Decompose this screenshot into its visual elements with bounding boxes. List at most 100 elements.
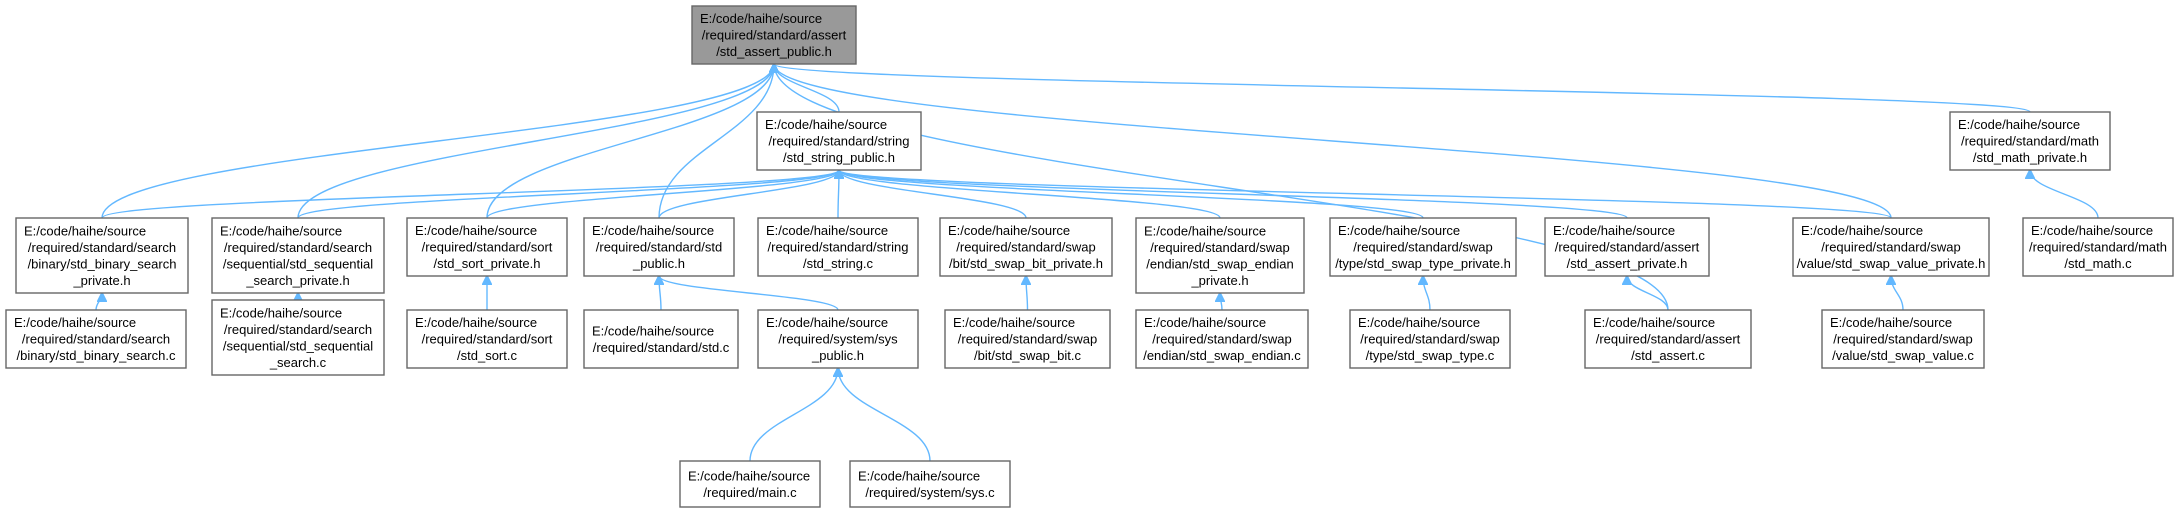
node-std_assert_c[interactable]: E:/code/haihe/source/required/standard/a…	[1584, 309, 1752, 369]
node-label-line: E:/code/haihe/source	[220, 305, 342, 320]
node-label-line: /required/standard/search	[224, 322, 372, 337]
node-std_string_c[interactable]: E:/code/haihe/source/required/standard/s…	[757, 217, 919, 277]
node-std_c[interactable]: E:/code/haihe/source/required/standard/s…	[583, 309, 739, 369]
node-std_swap_bit_c[interactable]: E:/code/haihe/source/required/standard/s…	[944, 309, 1111, 369]
node-std_math_c[interactable]: E:/code/haihe/source/required/standard/m…	[2022, 217, 2174, 277]
node-std_assert_private_h[interactable]: E:/code/haihe/source/required/standard/a…	[1544, 217, 1710, 277]
node-label-line: /required/standard/assert	[702, 28, 847, 43]
node-std_sequential_search_private_h[interactable]: E:/code/haihe/source/required/standard/s…	[211, 217, 385, 294]
node-label-line: /binary/std_binary_search	[28, 256, 177, 271]
node-label-line: /type/std_swap_type_private.h	[1335, 256, 1511, 271]
edge-std_sequential_search_private_h-to-std_assert_public_h	[297, 64, 774, 219]
node-std_sort_c[interactable]: E:/code/haihe/source/required/standard/s…	[406, 309, 568, 369]
node-label-line: /required/standard/swap	[1821, 240, 1960, 255]
node-label-line: E:/code/haihe/source	[766, 223, 888, 238]
edge-std_math_private_h-to-std_assert_public_h	[774, 64, 2031, 113]
node-label-line: /required/main.c	[703, 485, 797, 500]
edge-std_sort_private_h-to-std_string_public_h	[486, 170, 839, 219]
node-label-line: E:/code/haihe/source	[1144, 223, 1266, 238]
node-label-line: /endian/std_swap_endian.c	[1143, 348, 1301, 363]
node-box	[1821, 309, 1985, 369]
node-box	[1949, 111, 2111, 171]
edge-std_math_c-to-std_math_private_h	[2030, 170, 2099, 219]
node-label-line: /required/standard/search	[28, 240, 176, 255]
node-label-line: E:/code/haihe/source	[765, 117, 887, 132]
edge-std_public_h-to-std_string_public_h	[658, 170, 839, 219]
node-label-line: /required/standard/math	[1961, 134, 2099, 149]
node-box	[211, 299, 385, 376]
node-label-line: /bit/std_swap_bit_private.h	[949, 256, 1103, 271]
node-label-line: /required/standard/std.c	[593, 340, 730, 355]
node-label-line: E:/code/haihe/source	[592, 223, 714, 238]
nodes-layer: E:/code/haihe/source/required/standard/a…	[5, 5, 2174, 508]
node-label-line: /std_assert.c	[1631, 348, 1705, 363]
node-box	[1584, 309, 1752, 369]
edge-std_swap_value_c-to-std_swap_value_private_h	[1891, 276, 1904, 311]
node-label-line: E:/code/haihe/source	[220, 223, 342, 238]
node-std_swap_type_private_h[interactable]: E:/code/haihe/source/required/standard/s…	[1329, 217, 1517, 277]
node-label-line: E:/code/haihe/source	[592, 323, 714, 338]
node-label-line: /std_string_public.h	[783, 150, 895, 165]
node-label-line: /required/system/sys.c	[865, 485, 995, 500]
node-sys_public_h[interactable]: E:/code/haihe/source/required/system/sys…	[757, 309, 919, 369]
node-std_swap_value_private_h[interactable]: E:/code/haihe/source/required/standard/s…	[1792, 217, 1990, 277]
node-label-line: E:/code/haihe/source	[953, 315, 1075, 330]
node-std_assert_public_h[interactable]: E:/code/haihe/source/required/standard/a…	[691, 5, 857, 65]
node-label-line: E:/code/haihe/source	[1958, 117, 2080, 132]
node-label-line: E:/code/haihe/source	[688, 468, 810, 483]
edge-std_c-to-std_public_h	[659, 276, 661, 311]
node-label-line: /sequential/std_sequential	[223, 338, 373, 353]
edge-std_binary_search_private_h-to-std_assert_public_h	[101, 64, 774, 219]
node-box	[406, 217, 568, 277]
node-label-line: /std_sort_private.h	[434, 256, 541, 271]
node-box	[1135, 217, 1305, 294]
node-std_swap_bit_private_h[interactable]: E:/code/haihe/source/required/standard/s…	[939, 217, 1113, 277]
node-std_public_h[interactable]: E:/code/haihe/source/required/standard/s…	[583, 217, 735, 277]
node-box	[944, 309, 1111, 369]
node-label-line: /required/standard/math	[2029, 240, 2167, 255]
node-std_binary_search_c[interactable]: E:/code/haihe/source/required/standard/s…	[5, 309, 187, 369]
node-box	[691, 5, 857, 65]
edge-std_swap_endian_private_h-to-std_string_public_h	[839, 170, 1221, 219]
node-box	[1349, 309, 1511, 369]
node-main_c[interactable]: E:/code/haihe/source/required/main.c	[679, 460, 821, 508]
node-label-line: E:/code/haihe/source	[24, 223, 146, 238]
node-std_swap_type_c[interactable]: E:/code/haihe/source/required/standard/s…	[1349, 309, 1511, 369]
edge-std_sort_private_h-to-std_assert_public_h	[486, 64, 774, 219]
node-std_swap_value_c[interactable]: E:/code/haihe/source/required/standard/s…	[1821, 309, 1985, 369]
node-std_string_public_h[interactable]: E:/code/haihe/source/required/standard/s…	[756, 111, 922, 171]
node-label-line: E:/code/haihe/source	[1801, 223, 1923, 238]
node-std_binary_search_private_h[interactable]: E:/code/haihe/source/required/standard/s…	[15, 217, 189, 294]
node-box	[849, 460, 1011, 508]
node-label-line: /required/standard/string	[768, 240, 909, 255]
node-std_swap_endian_c[interactable]: E:/code/haihe/source/required/standard/s…	[1135, 309, 1309, 369]
node-label-line: /bit/std_swap_bit.c	[974, 348, 1081, 363]
node-label-line: E:/code/haihe/source	[415, 315, 537, 330]
node-label-line: E:/code/haihe/source	[1593, 315, 1715, 330]
node-label-line: E:/code/haihe/source	[1144, 315, 1266, 330]
node-label-line: /required/standard/search	[224, 240, 372, 255]
node-label-line: E:/code/haihe/source	[948, 223, 1070, 238]
node-box	[1329, 217, 1517, 277]
edge-std_swap_type_private_h-to-std_string_public_h	[839, 170, 1424, 219]
edge-main_c-to-sys_public_h	[749, 368, 838, 462]
node-sys_c[interactable]: E:/code/haihe/source/required/system/sys…	[849, 460, 1011, 508]
node-label-line: _search_private.h	[245, 273, 349, 288]
node-box	[583, 217, 735, 277]
node-std_math_private_h[interactable]: E:/code/haihe/source/required/standard/m…	[1949, 111, 2111, 171]
node-label-line: /required/standard/swap	[1353, 240, 1492, 255]
node-label-line: /std_math.c	[2064, 256, 2132, 271]
node-std_sort_private_h[interactable]: E:/code/haihe/source/required/standard/s…	[406, 217, 568, 277]
node-label-line: /required/standard/swap	[1833, 332, 1972, 347]
node-label-line: _private.h	[1190, 273, 1248, 288]
node-label-line: /required/standard/string	[769, 134, 910, 149]
node-label-line: /value/std_swap_value.c	[1832, 348, 1974, 363]
node-label-line: /std_assert_private.h	[1567, 256, 1688, 271]
node-label-line: /required/standard/sort	[422, 240, 553, 255]
node-std_sequential_search_c[interactable]: E:/code/haihe/source/required/standard/s…	[211, 299, 385, 376]
node-std_swap_endian_private_h[interactable]: E:/code/haihe/source/required/standard/s…	[1135, 217, 1305, 294]
node-box	[1792, 217, 1990, 277]
node-label-line: /std_math_private.h	[1973, 150, 2087, 165]
node-box	[406, 309, 568, 369]
node-label-line: E:/code/haihe/source	[1830, 315, 1952, 330]
